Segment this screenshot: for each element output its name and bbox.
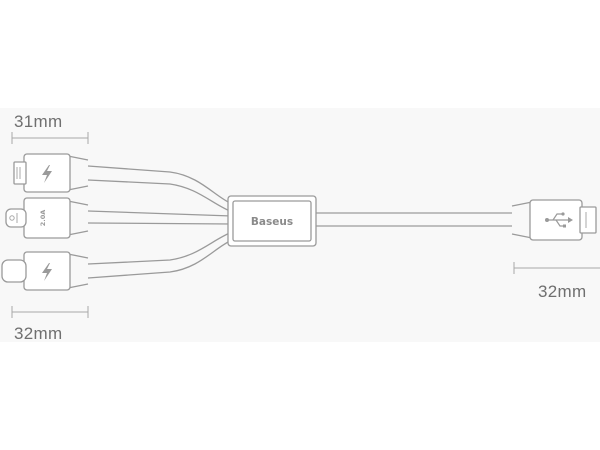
splitter-inner bbox=[232, 200, 312, 242]
usb-symbol-icon bbox=[545, 212, 573, 228]
cable-branch-middle-edge bbox=[87, 210, 233, 217]
connector-neck bbox=[67, 155, 89, 191]
connector-neck bbox=[67, 200, 89, 236]
dimension-label-type-c-right: 32mm bbox=[538, 282, 586, 301]
connector-neck bbox=[511, 201, 533, 239]
splitter-block: Baseus bbox=[227, 195, 317, 247]
lightning-bolt-icon bbox=[42, 263, 52, 281]
connector-lightning: 2.0A bbox=[5, 197, 89, 239]
cable-branches bbox=[87, 165, 512, 279]
dimension-type-c-right: 32mm bbox=[513, 262, 600, 301]
connector-plug bbox=[1, 259, 27, 283]
connector-micro-usb bbox=[13, 153, 89, 193]
dimension-micro-usb: 31mm bbox=[11, 112, 89, 144]
connector-plug-detail bbox=[9, 215, 15, 221]
dimension-label-type-c-left: 32mm bbox=[14, 324, 62, 343]
cable-branch-bottom-edge bbox=[87, 231, 233, 265]
cable-branch-top-edge bbox=[87, 179, 233, 213]
cable-branch-bottom-edge bbox=[87, 239, 233, 279]
connector-plug bbox=[5, 208, 27, 228]
connector-housing bbox=[23, 197, 71, 239]
connector-usb-a bbox=[511, 199, 597, 241]
brand-logo: Baseus bbox=[251, 216, 293, 228]
lightning-rating-icon: 2.0A bbox=[39, 210, 47, 227]
connector-type-c bbox=[1, 251, 89, 291]
dimension-label-micro-usb: 31mm bbox=[14, 112, 62, 131]
dimension-type-c-left: 32mm bbox=[11, 306, 89, 343]
lightning-bolt-icon bbox=[42, 165, 52, 183]
connector-plug bbox=[579, 206, 597, 234]
cable-branch-top-edge bbox=[87, 165, 233, 205]
connector-neck bbox=[67, 253, 89, 289]
cable-branch-middle-edge bbox=[87, 222, 233, 225]
